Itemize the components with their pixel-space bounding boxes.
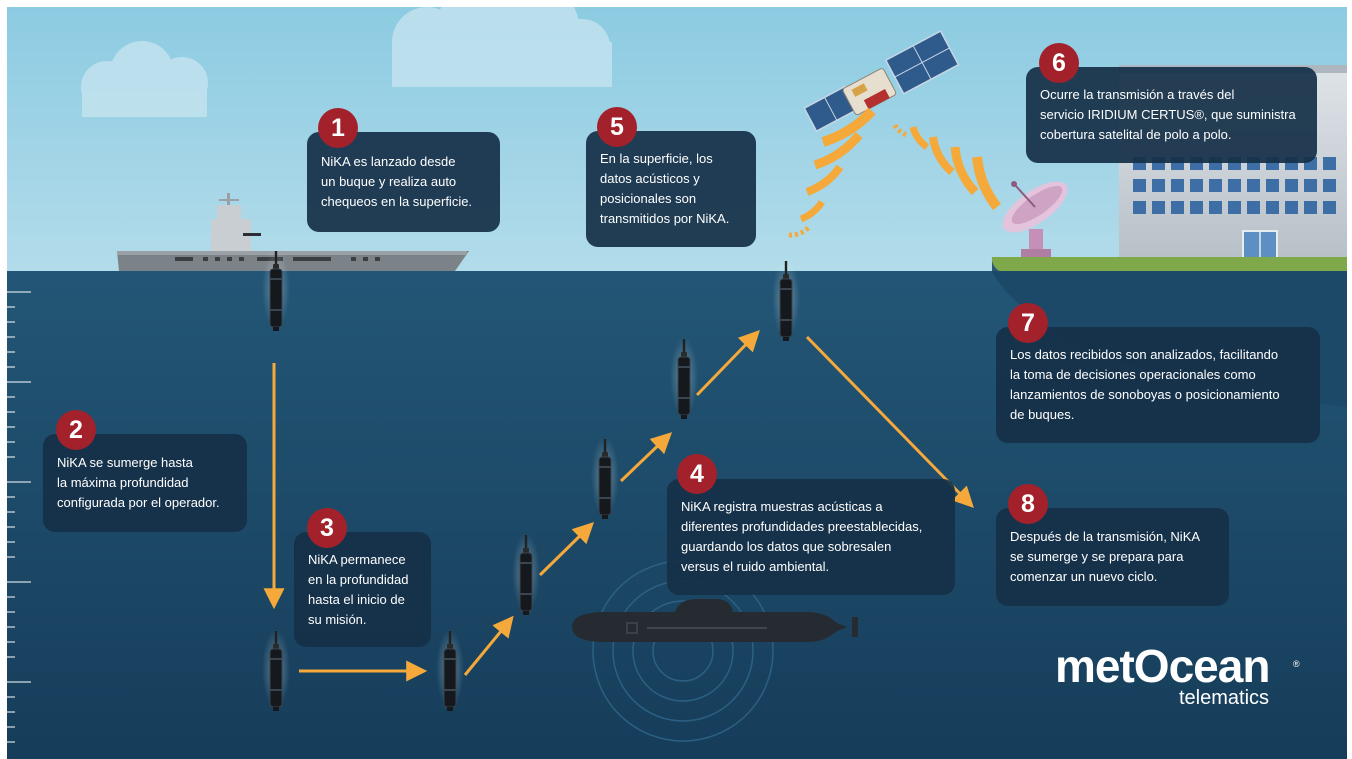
step-3-box: NiKA permanece en la profundidad hasta e… [294, 532, 431, 647]
step-6-box: Ocurre la transmisión a través del servi… [1026, 67, 1317, 163]
satellite-dish-icon [1002, 181, 1068, 257]
step-7-box: Los datos recibidos son analizados, faci… [996, 327, 1320, 443]
step-5-text: En la superficie, los datos acústicos y … [600, 151, 730, 226]
step-6-badge: 6 [1039, 43, 1079, 83]
land [991, 257, 1347, 271]
depth-ruler-icon [7, 291, 31, 743]
logo-main-text: metOcean [1055, 640, 1270, 692]
step-2-badge: 2 [56, 410, 96, 450]
step-4-box: NiKA registra muestras acústicas a difer… [667, 479, 955, 595]
step-8-box: Después de la transmisión, NiKA se sumer… [996, 508, 1229, 606]
step-4-text: NiKA registra muestras acústicas a difer… [681, 499, 923, 574]
satellite-icon [803, 30, 960, 133]
step-3-text: NiKA permanece en la profundidad hasta e… [308, 551, 409, 627]
step-2-text: NiKA se sumerge hasta la máxima profundi… [57, 455, 220, 510]
step-7-badge: 7 [1008, 303, 1048, 343]
cloud-icon [392, 7, 612, 87]
step-5-badge: 5 [597, 107, 637, 147]
step-3-badge: 3 [307, 508, 347, 548]
step-1-badge: 1 [318, 108, 358, 148]
arrow-icon [263, 329, 974, 682]
submarine-icon [572, 599, 858, 642]
ship-icon [117, 193, 469, 271]
step-4-badge: 4 [677, 454, 717, 494]
cloud-icon [81, 41, 208, 117]
step-8-badge: 8 [1008, 484, 1048, 524]
infographic: NiKA es lanzado desde un buque y realiza… [7, 7, 1347, 759]
metocean-logo: metOcean telematics ® [1055, 640, 1300, 709]
logo-sub-text: telematics [1179, 687, 1270, 709]
step-5-box: En la superficie, los datos acústicos y … [586, 131, 756, 247]
signal-waves-icon [788, 107, 1002, 238]
step-8-text: Después de la transmisión, NiKA se sumer… [1010, 529, 1201, 584]
step-2-box: NiKA se sumerge hasta la máxima profundi… [43, 434, 247, 532]
step-1-box: NiKA es lanzado desde un buque y realiza… [307, 132, 500, 232]
step-7-text: Los datos recibidos son analizados, faci… [1010, 347, 1280, 422]
step-1-text: NiKA es lanzado desde un buque y realiza… [321, 154, 473, 209]
logo-registered-mark: ® [1293, 659, 1300, 669]
step-6-text: Ocurre la transmisión a través del servi… [1040, 87, 1296, 142]
